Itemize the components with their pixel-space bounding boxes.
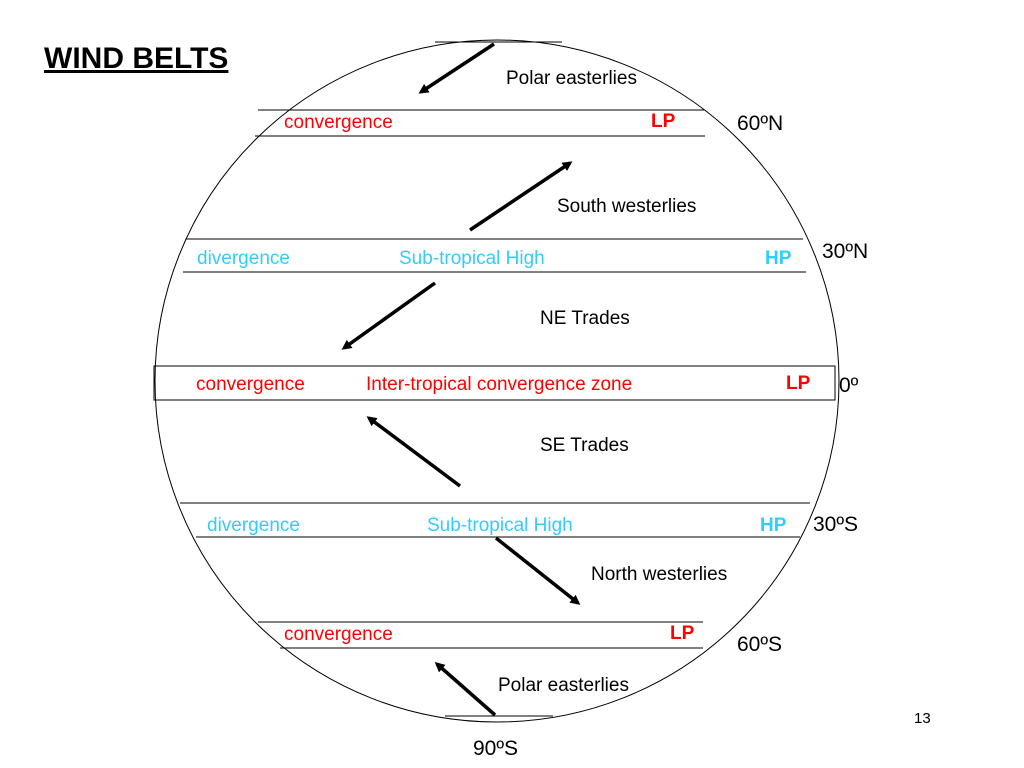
- label-polar-easterlies-north: Polar easterlies: [506, 68, 637, 89]
- band-30n-pressure: HP: [765, 248, 792, 269]
- band-30n-divergence: divergence: [197, 248, 290, 269]
- label-ne-trades: NE Trades: [540, 308, 630, 329]
- band-30s-divergence: divergence: [207, 515, 300, 536]
- arrow-north-westerlies: [494, 536, 581, 605]
- arrow-polar-easterlies-south: [434, 662, 497, 717]
- lat-equator: 0º: [839, 374, 859, 397]
- lat-30s: 30ºS: [813, 513, 859, 536]
- band-eq-pressure: LP: [786, 373, 811, 394]
- label-north-westerlies: North westerlies: [591, 564, 728, 585]
- band-60n-convergence: convergence: [284, 112, 393, 133]
- band-30s-subtropical-high: Sub-tropical High: [427, 515, 573, 536]
- arrow-se-trades: [366, 416, 462, 488]
- arrow-polar-easterlies-north: [418, 42, 495, 94]
- lat-30n: 30ºN: [822, 240, 869, 263]
- lat-60n: 60ºN: [737, 112, 784, 135]
- arrow-ne-trades: [341, 281, 437, 350]
- page-number: 13: [914, 710, 931, 727]
- label-polar-easterlies-south: Polar easterlies: [498, 675, 629, 696]
- band-60n-pressure: LP: [651, 111, 676, 132]
- globe-outline: [154, 39, 840, 723]
- band-eq-itcz: Inter-tropical convergence zone: [366, 374, 633, 395]
- lat-60s: 60ºS: [737, 633, 783, 656]
- band-eq-convergence: convergence: [196, 374, 305, 395]
- label-se-trades: SE Trades: [540, 435, 629, 456]
- lat-90s: 90ºS: [473, 737, 519, 760]
- arrow-south-westerlies: [469, 161, 573, 232]
- band-30s-pressure: HP: [760, 515, 787, 536]
- band-30n-subtropical-high: Sub-tropical High: [399, 248, 545, 269]
- band-60s-convergence: convergence: [284, 624, 393, 645]
- slide-title: WIND BELTS: [44, 42, 229, 75]
- band-60s-pressure: LP: [670, 623, 695, 644]
- label-south-westerlies: South westerlies: [557, 196, 697, 217]
- band-equator: [153, 365, 836, 401]
